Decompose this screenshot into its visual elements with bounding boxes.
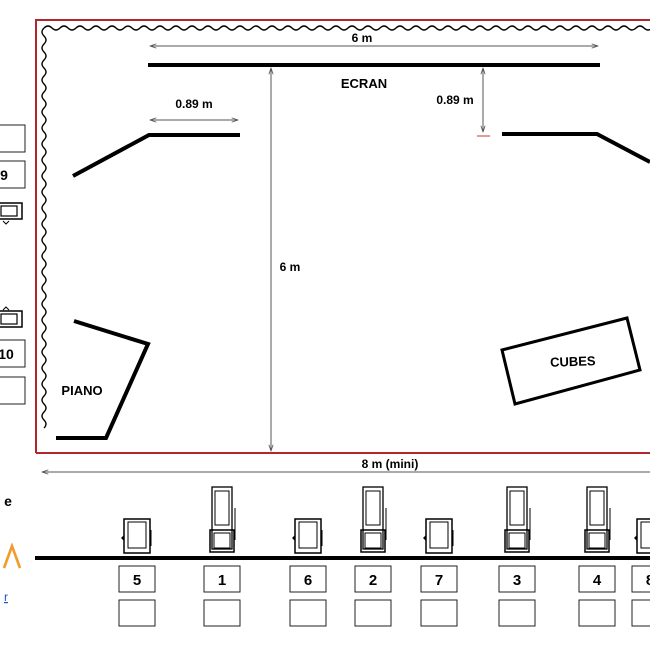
- partial-text: e: [4, 493, 12, 509]
- channel-box-8: [631, 565, 650, 593]
- dim-offset-left-label: 0.89 m: [175, 97, 212, 111]
- curtain-left: [41, 27, 47, 429]
- channel-number: 7: [435, 572, 443, 589]
- left-box-3-number: 10: [0, 346, 14, 362]
- channel-box-3: [498, 565, 536, 593]
- left-box-2: [0, 160, 26, 189]
- channel-number: 1: [218, 572, 226, 589]
- channel-box-empty: [631, 599, 650, 627]
- fixture-8: [634, 518, 650, 554]
- fixture-1: [209, 486, 236, 553]
- cubes-outline: [500, 316, 642, 406]
- channel-number: 4: [593, 572, 602, 589]
- cubes-label: CUBES: [550, 353, 596, 370]
- left-box-4: [0, 376, 26, 405]
- curtain-top: [43, 25, 650, 31]
- channel-box-empty: [203, 599, 241, 627]
- channel-box-6: [289, 565, 327, 593]
- right-wing: [502, 132, 650, 164]
- left-wing: [72, 133, 240, 178]
- left-fixture-1: [0, 202, 23, 225]
- piano-outline: [56, 319, 151, 440]
- channel-box-5: [118, 565, 156, 593]
- fixtures-row: [121, 486, 650, 554]
- channel-box-empty: [578, 599, 616, 627]
- channel-box-2: [354, 565, 392, 593]
- piano-label: PIANO: [61, 383, 102, 398]
- fixture-5: [121, 518, 152, 554]
- channel-number: 5: [133, 572, 141, 589]
- dim-depth-label: 6 m: [280, 260, 301, 274]
- channel-number: 6: [304, 572, 312, 589]
- channel-number: 2: [369, 572, 377, 589]
- channel-number: 3: [513, 572, 521, 589]
- channel-box-7: [420, 565, 458, 593]
- fixture-7: [423, 518, 454, 554]
- brand-logo-fragment: [2, 542, 22, 569]
- channel-box-empty: [118, 599, 156, 627]
- room-border: [35, 19, 650, 454]
- dim-screen-width-label: 6 m: [352, 31, 373, 45]
- fixture-6: [292, 518, 323, 554]
- dim-room-width-label: 8 m (mini): [362, 457, 419, 471]
- channel-box-empty: [354, 599, 392, 627]
- left-box-3: [0, 339, 26, 368]
- left-box-2-number: 9: [0, 167, 8, 183]
- partial-link[interactable]: r: [4, 590, 8, 604]
- channel-number: 8: [646, 572, 650, 589]
- channel-boxes-row: 5 1 6 2 7 3 4 8: [118, 565, 650, 627]
- channel-box-1: [203, 565, 241, 593]
- channel-box-4: [578, 565, 616, 593]
- channel-box-empty: [289, 599, 327, 627]
- left-box-1: [0, 124, 26, 153]
- fixture-4: [584, 486, 611, 553]
- fixture-2: [360, 486, 387, 553]
- channel-box-empty: [420, 599, 458, 627]
- screen-label: ECRAN: [341, 76, 387, 91]
- dim-offset-right-label: 0.89 m: [436, 93, 473, 107]
- fixture-3: [504, 486, 531, 553]
- channel-box-empty: [498, 599, 536, 627]
- left-fixture-2: [0, 306, 23, 328]
